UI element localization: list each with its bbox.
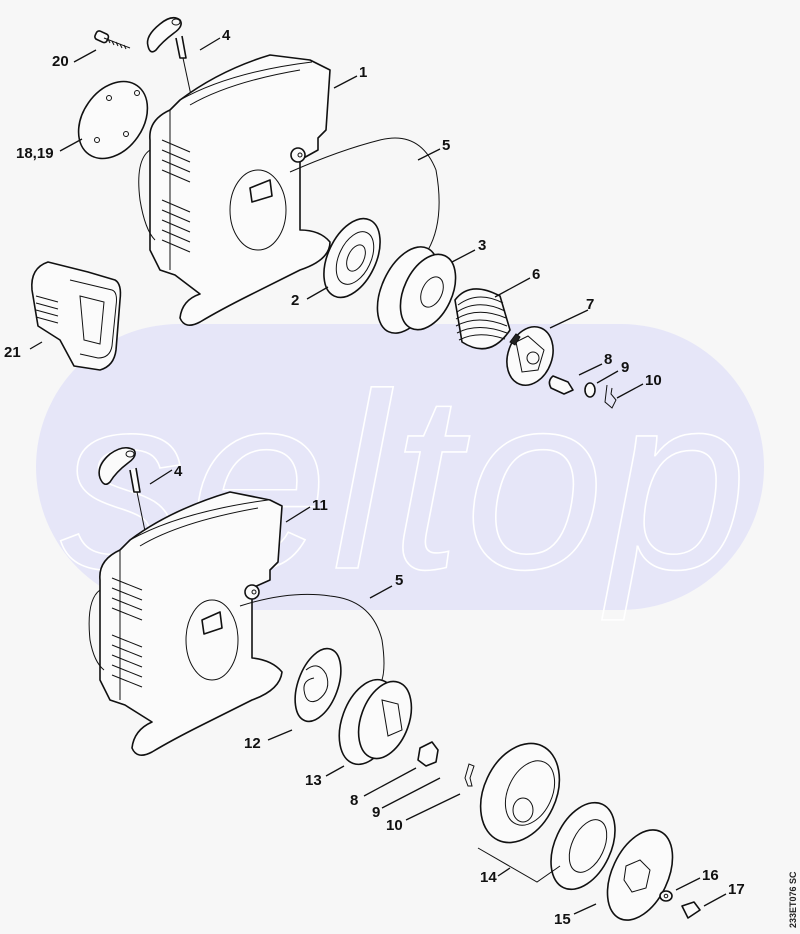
callout-9-bottom: 9 [372,804,380,821]
spring-6-drawing [454,288,511,350]
callout-18-19: 18,19 [16,145,54,162]
callout-21: 21 [4,344,21,361]
leaders-upper [29,37,644,399]
callout-4-bottom: 4 [174,463,183,480]
screw-20-drawing [94,30,131,50]
drawing-code: 233ET076 SC [788,871,798,928]
small-parts-top-drawing [548,375,617,409]
leaders-lower [149,469,727,915]
lower-assembly: 4 11 5 12 13 8 9 10 14 15 16 17 [88,446,745,928]
callout-20: 20 [52,53,69,70]
starter-rope-top-drawing [289,137,440,251]
callout-10-bottom: 10 [386,817,403,834]
callout-14: 14 [480,869,497,886]
starter-grip-bottom-drawing [98,446,147,537]
callout-13: 13 [305,772,322,789]
fan-housing-11-drawing [88,491,283,756]
callout-11: 11 [312,497,328,514]
callout-15: 15 [554,911,571,928]
callout-8-bottom: 8 [350,792,358,809]
rewind-spring-2-drawing [323,217,381,299]
callout-7: 7 [586,296,594,313]
cover-plate-drawing [77,80,149,160]
callout-5-top: 5 [442,137,450,154]
callout-12: 12 [244,735,261,752]
callout-8-top: 8 [604,351,612,368]
cover-disc-15-drawing [606,829,674,921]
callout-17: 17 [728,881,745,898]
pawl-carrier-7-drawing [506,326,554,386]
intake-cover-21-drawing [31,261,122,371]
rope-rotor-13-drawing [338,678,413,766]
callout-10-top: 10 [645,372,662,389]
spring-housing-14-drawing [477,742,616,891]
callouts-lower: 4 11 5 12 13 8 9 10 14 15 16 17 [174,463,745,928]
starter-rope-bottom-drawing [239,593,385,691]
callout-1: 1 [359,64,367,81]
callout-5-bottom: 5 [395,572,403,589]
washer-screw-drawing [659,890,701,919]
callout-6: 6 [532,266,540,283]
callout-3: 3 [478,237,486,254]
upper-assembly: 20 4 1 18,19 5 2 3 6 7 8 9 10 21 [4,16,662,409]
callout-4-top: 4 [222,27,231,44]
fan-housing-1-drawing [138,54,331,326]
callout-2: 2 [291,292,299,309]
callout-9-top: 9 [621,359,629,376]
starter-grip-top-drawing [146,16,193,101]
callouts-upper: 20 4 1 18,19 5 2 3 6 7 8 9 10 21 [4,27,662,389]
callout-16: 16 [702,867,719,884]
rewind-spring-12-drawing [294,647,342,723]
small-parts-bottom-drawing [417,741,475,787]
rope-rotor-3-drawing [376,246,457,334]
